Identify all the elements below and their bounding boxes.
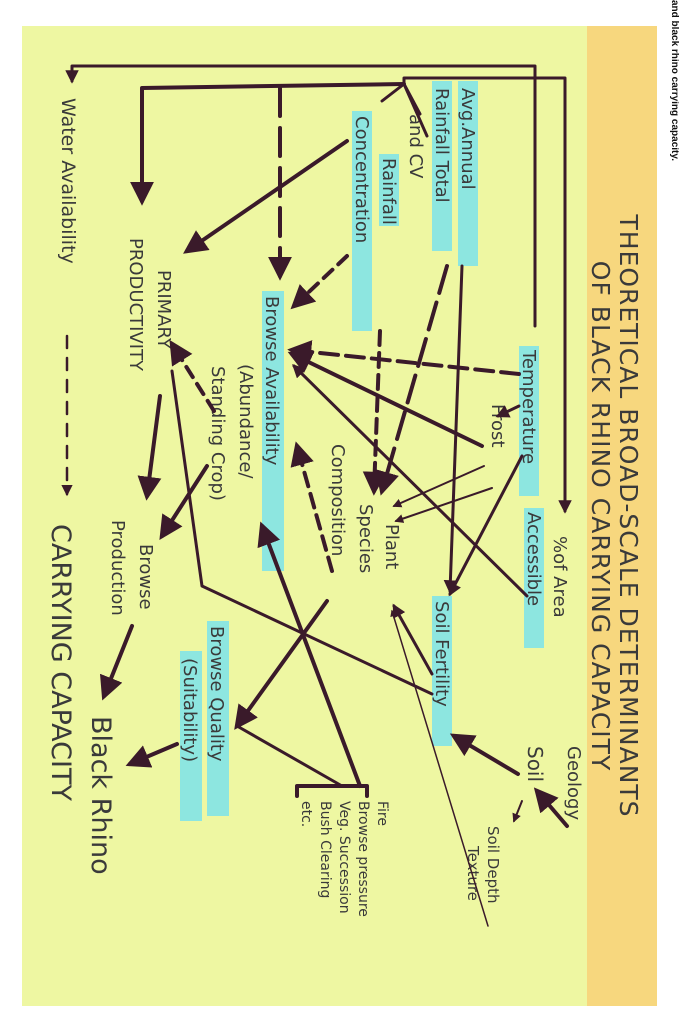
arrow-standing-crop-to-primary-dashed xyxy=(169,339,216,413)
node-factors-line3: Veg. Succession xyxy=(336,801,352,914)
node-browse-availability-line1: Browse Availability xyxy=(261,296,282,466)
node-temperature: Temperature xyxy=(518,349,539,464)
arrow-temp-to-frost xyxy=(495,404,521,418)
arrow-soil-to-soil-depth xyxy=(512,800,523,823)
arrow-browse-quality-to-capacity xyxy=(125,742,179,768)
highlight-avg-rainfall-2 xyxy=(432,81,452,251)
arrow-primary-to-browse-production xyxy=(137,394,162,501)
arrow-factors-to-browse-availability xyxy=(257,521,362,788)
arrow-species-to-browse-quality xyxy=(234,599,329,730)
arrow-frost-to-species-a xyxy=(392,465,485,508)
node-plant-species-line2: Species xyxy=(355,504,376,573)
node-water-availability: Water Availability xyxy=(57,98,79,264)
arrow-temp-to-browse-availability-dashed xyxy=(287,340,521,376)
node-soil-fertility: Soil Fertility xyxy=(431,601,452,707)
arrow-standing-crop-to-browse-production xyxy=(159,464,209,541)
node-factors-line2: Browse pressure xyxy=(355,801,371,917)
node-browse-availability-line3: Standing Crop) xyxy=(207,366,228,501)
arrow-frost-to-species-b xyxy=(394,487,493,523)
highlight-browse-availability xyxy=(262,291,284,571)
highlight-rain-conc xyxy=(352,111,372,331)
node-factors-line1: Fire xyxy=(374,801,390,826)
node-plant-species-line1: Plant xyxy=(381,524,402,569)
arrows xyxy=(61,64,572,927)
highlight-rainfall xyxy=(379,154,399,226)
highlight-soil-fertility xyxy=(432,596,452,746)
node-factors-line5: etc. xyxy=(298,801,314,827)
arrow-soil-depth-to-species xyxy=(390,609,489,927)
arrow-avg-to-soil-fertility xyxy=(443,264,464,594)
node-labels: Avg.Annual Rainfall Total and CV Rainfal… xyxy=(45,88,584,917)
arrow-soil-fertility-to-species xyxy=(392,603,434,676)
arrow-rain-to-pct-area xyxy=(402,76,572,514)
arrow-geology-to-soil xyxy=(533,787,569,828)
node-browse-quality-line1: Browse Quality xyxy=(206,626,227,762)
node-browse-quality-line2: (Suitability) xyxy=(179,658,200,762)
diagram-board: THEORETICAL BROAD-SCALE DETERMINANTS OF … xyxy=(22,26,657,1006)
node-avg-rainfall-line3: and CV xyxy=(405,114,426,179)
arrow-rain-to-primary xyxy=(130,82,406,206)
diagram-svg: THEORETICAL BROAD-SCALE DETERMINANTS OF … xyxy=(22,26,657,1006)
board-background xyxy=(22,26,657,1006)
highlight-suitability xyxy=(180,651,202,821)
node-pct-area-line2: Accessible xyxy=(523,512,544,606)
node-soil-depth-line1: Soil Depth xyxy=(484,826,502,904)
node-primary-line2: PRODUCTIVITY xyxy=(125,238,146,372)
node-browse-production-line1: Browse xyxy=(135,544,156,610)
node-factors-line4: Bush Clearing xyxy=(317,801,333,898)
arrow-rain-fork xyxy=(380,82,429,138)
factors-bracket xyxy=(295,784,369,798)
highlight-pct-area xyxy=(524,508,544,648)
node-pct-area-line1: %of Area xyxy=(549,536,570,618)
figure-caption-fragment: and black rhino carrying capacity. xyxy=(669,0,679,161)
arrow-pct-area-to-browse-availability xyxy=(292,364,529,598)
node-browse-availability-line2: (Abundance/ xyxy=(235,364,256,479)
diagram-title-line1: THEORETICAL BROAD-SCALE DETERMINANTS xyxy=(614,213,643,817)
arrow-rainconc-to-browse-availability xyxy=(290,254,349,310)
arrow-species-to-browse-availability-dashed xyxy=(290,441,334,573)
node-soil-depth-line2: Texture xyxy=(464,845,482,901)
diagram-title-line2: OF BLACK RHINO CARRYING CAPACITY xyxy=(586,261,615,771)
highlight-browse-quality xyxy=(207,621,229,816)
arrow-frost-to-browse-availability xyxy=(287,351,484,448)
node-primary-line1: PRIMARY xyxy=(153,270,174,350)
arrow-factors-to-browse-quality xyxy=(235,724,344,788)
node-avg-rainfall-line2: Rainfall Total xyxy=(431,88,452,203)
highlight-avg-rainfall xyxy=(458,81,478,266)
arrow-temp-to-water xyxy=(65,64,537,328)
node-black-rhino: Black Rhino xyxy=(85,716,116,875)
highlights xyxy=(180,81,544,821)
arrow-soil-fertility-to-browse-quality xyxy=(170,369,434,696)
node-geology: Geology xyxy=(563,746,584,820)
node-avg-rainfall-line1: Avg.Annual xyxy=(457,88,478,190)
node-soil: Soil xyxy=(523,746,547,782)
node-plant-species-line3: Composition xyxy=(327,444,348,556)
node-rain-conc-line2: Concentration xyxy=(351,116,372,243)
node-rain-conc-line1: Rainfall xyxy=(378,158,399,225)
arrow-browse-production-to-capacity xyxy=(99,624,134,701)
arrow-rainconc-to-primary xyxy=(183,139,349,254)
arrow-temp-to-soil-fertility xyxy=(448,454,524,597)
node-frost: Frost xyxy=(487,404,508,448)
title-band xyxy=(587,26,657,1006)
node-carrying-capacity: CARRYING CAPACITY xyxy=(45,524,76,801)
node-browse-production-line2: Production xyxy=(107,520,128,616)
highlight-temperature xyxy=(519,346,539,496)
arrow-avg-to-species xyxy=(375,264,449,496)
arrow-soil-to-soil-fertility xyxy=(449,733,520,776)
